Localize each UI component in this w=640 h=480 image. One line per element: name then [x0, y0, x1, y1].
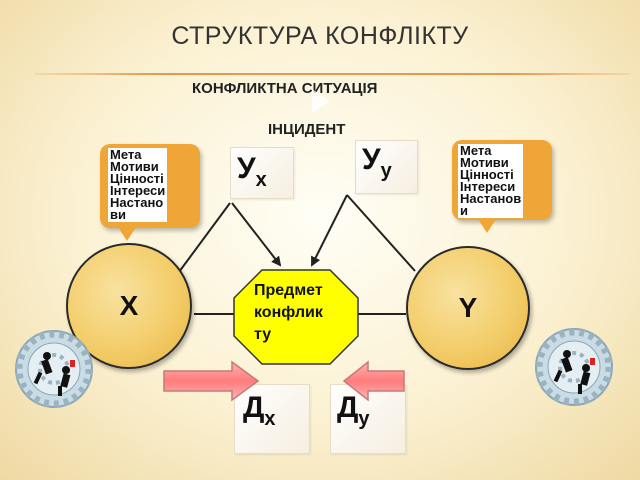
line-uy-to-y	[346, 194, 416, 272]
party-x-label: Х	[119, 290, 139, 321]
right-callout-line: и	[460, 203, 468, 218]
right-motives-callout: Мета Мотиви Цінності Інтереси Настанов и	[452, 140, 552, 220]
subject-line: конфлик	[254, 304, 323, 321]
gears-people-icon	[535, 328, 613, 406]
right-callout-text: Мета Мотиви Цінності Інтереси Настанов и	[458, 143, 524, 218]
left-callout-line: Інтереси	[110, 183, 166, 198]
conflict-subject-text: Предмет конфлик ту	[254, 280, 323, 346]
left-callout-line: Мотиви	[110, 159, 159, 174]
tile-dx-main: Д	[243, 391, 265, 424]
tile-ux-main: У	[237, 152, 256, 185]
line-x-to-ux	[178, 202, 231, 273]
action-arrow-left	[342, 360, 405, 402]
left-callout-tail	[118, 227, 136, 241]
party-x-circle: Х	[66, 243, 192, 369]
tile-dx: Дх	[234, 384, 310, 454]
arrow-uy-to-subject	[311, 194, 348, 267]
left-callout-line: ви	[110, 207, 126, 222]
left-motives-callout: Мета Мотиви Цінності Інтереси Настано ви	[100, 144, 200, 228]
arrow-pointer-icon	[312, 89, 330, 113]
conflict-situation-label: КОНФЛИКТНА СИТУАЦІЯ	[192, 80, 378, 97]
right-callout-line: Цінності	[460, 167, 514, 182]
action-arrow-right	[163, 360, 260, 402]
gears-people-icon	[15, 330, 93, 408]
tile-dy: Ду	[330, 384, 406, 454]
subject-line: ту	[254, 326, 272, 343]
right-callout-tail	[478, 219, 496, 233]
left-callout-line: Настано	[110, 195, 164, 210]
tile-ux-sub: х	[255, 169, 267, 191]
right-callout-line: Інтереси	[460, 179, 516, 194]
left-callout-line: Мета	[110, 147, 142, 162]
tile-ux: Ух	[230, 147, 294, 199]
right-callout-line: Настанов	[460, 191, 522, 206]
tile-uy: Уу	[355, 140, 418, 194]
incident-label: ІНЦИДЕНТ	[268, 121, 346, 138]
tile-uy-sub: у	[380, 160, 392, 182]
subject-line: Предмет	[254, 282, 323, 299]
party-y-label: Y	[458, 292, 478, 323]
tile-dy-sub: у	[358, 408, 370, 430]
right-callout-line: Мотиви	[460, 155, 509, 170]
arrow-ux-to-subject	[231, 202, 282, 267]
right-callout-line: Мета	[460, 143, 492, 158]
left-callout-text: Мета Мотиви Цінності Інтереси Настано ви	[108, 147, 168, 222]
conflict-subject-octagon	[233, 269, 359, 365]
tile-dx-sub: х	[264, 408, 276, 430]
tile-uy-main: У	[362, 143, 381, 176]
page-title: СТРУКТУРА КОНФЛІКТУ	[171, 22, 469, 50]
tile-dy-main: Д	[337, 391, 359, 424]
party-y-circle: Y	[406, 246, 530, 370]
left-callout-line: Цінності	[110, 171, 164, 186]
title-divider	[35, 73, 630, 75]
